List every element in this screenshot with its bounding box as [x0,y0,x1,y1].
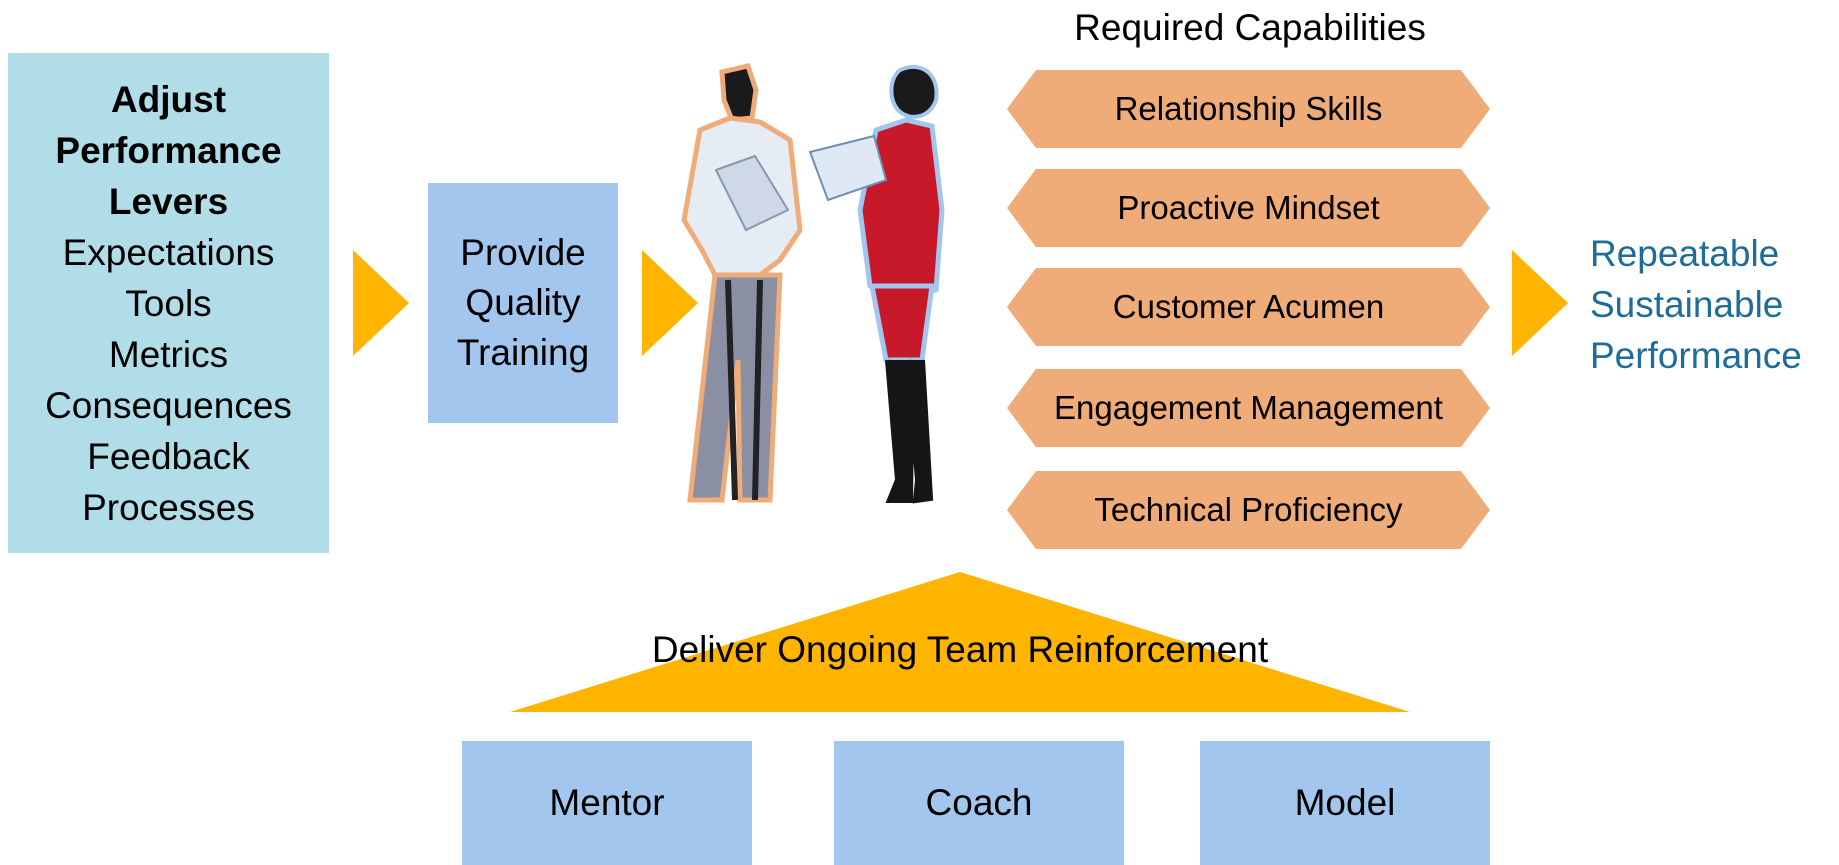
pillar-mentor: Mentor [462,741,752,865]
quality-training-box: Provide Quality Training [428,183,618,423]
pillar-model: Model [1200,741,1490,865]
flow-arrow-icon [353,250,409,356]
result-line: Repeatable [1590,233,1780,274]
training-line: Provide [460,232,586,273]
levers-title-line: Levers [108,180,229,222]
pillar-coach: Coach [834,741,1124,865]
lever-item: Expectations [62,231,275,273]
capability-item: Engagement Management [1007,369,1490,447]
flow-arrow-icon [642,250,698,356]
capability-item: Proactive Mindset [1007,169,1490,247]
result-line: Performance [1590,335,1802,376]
reinforcement-label: Deliver Ongoing Team Reinforcement [651,629,1269,670]
capability-item: Customer Acumen [1007,268,1490,346]
flow-arrow-icon [1512,250,1568,356]
training-line: Training [456,332,590,373]
man-figure-icon [681,63,803,503]
lever-item: Consequences [45,384,292,426]
levers-title-line: Performance [55,129,282,171]
capabilities-title: Required Capabilities [1074,7,1426,48]
business-people-figures-icon [681,63,945,504]
woman-figure-icon [808,64,945,504]
reinforcement-triangle-icon [510,572,1410,712]
lever-item: Tools [125,282,212,324]
capability-item: Relationship Skills [1007,70,1490,148]
levers-title-line: Adjust [110,78,227,120]
lever-item: Metrics [108,333,229,375]
capability-item: Technical Proficiency [1007,471,1490,549]
training-line: Quality [465,282,581,323]
performance-levers-box: Adjust Performance Levers Expectations T… [8,53,329,553]
result-text: Repeatable Sustainable Performance [1590,228,1835,381]
result-line: Sustainable [1590,284,1784,325]
lever-item: Processes [82,486,255,528]
lever-item: Feedback [87,435,250,477]
